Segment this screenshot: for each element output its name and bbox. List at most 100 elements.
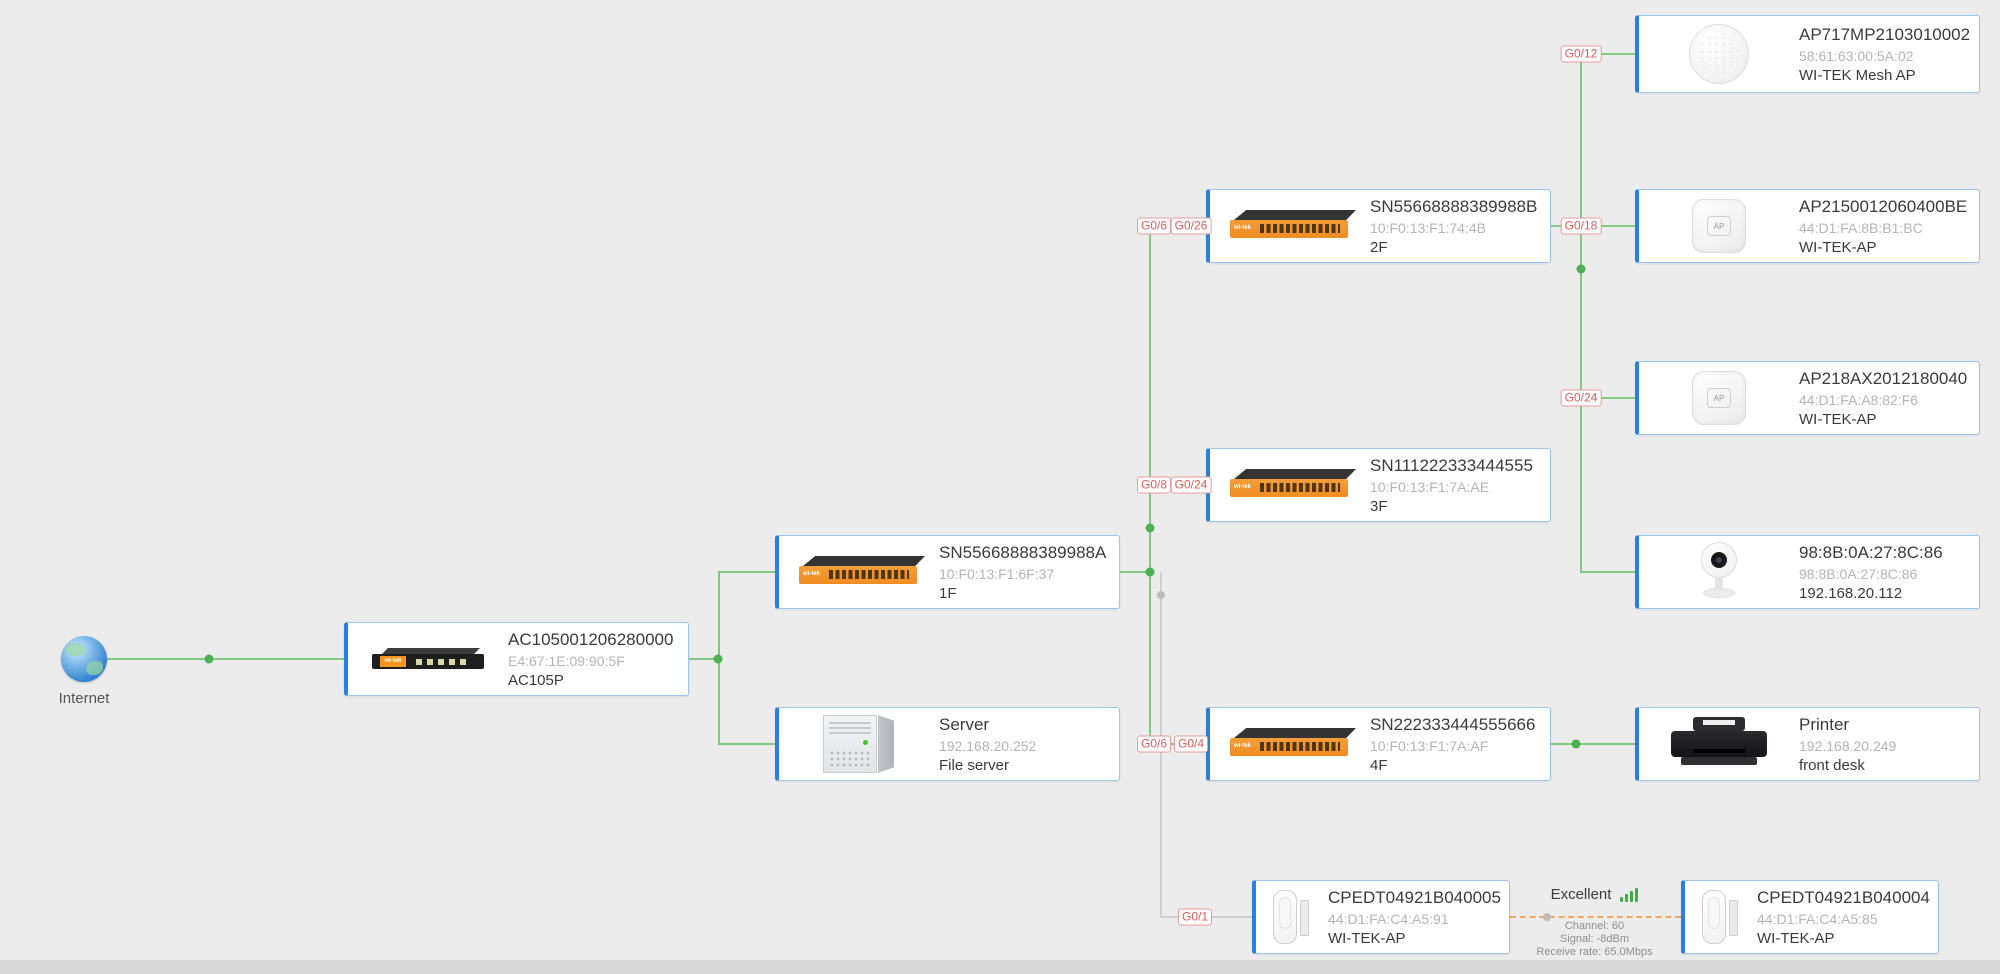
device-ip: 192.168.20.112 [1799, 584, 1903, 602]
port-badge-g0-12: G0/12 [1560, 45, 1602, 63]
printer-icon [1639, 715, 1799, 773]
device-detail: 3F [1370, 497, 1388, 515]
junction-dot-gray [1157, 591, 1165, 599]
device-ip: 192.168.20.249 [1799, 737, 1897, 754]
port-badge-g0-6-2f: G0/6 [1136, 217, 1172, 235]
junction-dot [713, 654, 723, 664]
device-mac: 98:8B:0A:27:8C:86 [1799, 565, 1918, 582]
access-point-icon: AP [1639, 371, 1799, 425]
device-detail: 2F [1370, 238, 1388, 256]
cpe-icon [1256, 888, 1328, 946]
internet-globe-icon[interactable] [61, 636, 107, 682]
link-to-ap218ax [1580, 397, 1635, 399]
port-badge-g0-8: G0/8 [1136, 476, 1172, 494]
device-card-ap-2150[interactable]: AP AP2150012060400BE 44:D1:FA:8B:B1:BC W… [1635, 189, 1980, 263]
device-card-switch-4f[interactable]: wi-tek SN222333444555666 10:F0:13:F1:7A:… [1206, 707, 1551, 781]
junction-dot [1576, 264, 1586, 274]
device-mac: 10:F0:13:F1:7A:AE [1370, 478, 1490, 495]
device-detail: WI-TEK-AP [1799, 410, 1877, 428]
horizontal-scrollbar[interactable] [0, 960, 2000, 974]
link-to-server [718, 743, 775, 745]
device-detail: 4F [1370, 756, 1388, 774]
device-title: AP2150012060400BE [1799, 196, 1968, 216]
device-card-printer[interactable]: Printer 192.168.20.249 front desk [1635, 707, 1980, 781]
access-point-icon: AP [1639, 199, 1799, 253]
device-detail: WI-TEK-AP [1328, 929, 1406, 947]
signal-bars-icon [1620, 887, 1639, 902]
switch-icon: wi-tek [779, 555, 939, 589]
switch-icon: wi-tek [1210, 209, 1370, 243]
link-wireless-cpe [1510, 916, 1681, 918]
device-card-ac105p[interactable]: wi-tek AC105001206280000 E4:67:1E:09:90:… [344, 622, 689, 696]
brand-label: wi-tek [1234, 225, 1252, 231]
device-mac: 44:D1:FA:C4:A5:91 [1328, 910, 1449, 927]
wireless-link-quality: Excellent [1512, 886, 1677, 903]
device-detail: WI-TEK-AP [1757, 929, 1835, 947]
device-title: 98:8B:0A:27:8C:86 [1799, 542, 1943, 562]
device-title: CPEDT04921B040005 [1328, 887, 1501, 907]
device-card-switch-2f[interactable]: wi-tek SN55668888389988B 10:F0:13:F1:74:… [1206, 189, 1551, 263]
device-title: AP218AX2012180040 [1799, 368, 1968, 388]
port-badge-g0-26: G0/26 [1170, 217, 1212, 235]
device-card-switch-1f[interactable]: wi-tek SN55668888389988A 10:F0:13:F1:6F:… [775, 535, 1120, 609]
cpe-icon [1685, 888, 1757, 946]
device-title: CPEDT04921B040004 [1757, 887, 1930, 907]
port-badge-g0-24-3f: G0/24 [1170, 476, 1212, 494]
link-ac-out [689, 658, 719, 660]
device-mac: 58:61:63:00:5A:02 [1799, 47, 1914, 64]
port-badge-g0-4: G0/4 [1173, 735, 1209, 753]
device-mac: 10:F0:13:F1:6F:37 [939, 565, 1055, 582]
device-title: AP717MP2103010002 [1799, 24, 1971, 44]
device-detail: front desk [1799, 756, 1865, 774]
ap-glyph: AP [1707, 388, 1731, 408]
junction-dot [204, 654, 214, 664]
device-card-ip-camera[interactable]: 98:8B:0A:27:8C:86 98:8B:0A:27:8C:86 192.… [1635, 535, 1980, 609]
device-title: SN55668888389988B [1370, 196, 1538, 216]
port-badge-g0-6-4f: G0/6 [1136, 735, 1172, 753]
brand-label: wi-tek [1234, 743, 1252, 749]
brand-label: wi-tek [1234, 484, 1252, 490]
device-mac: 10:F0:13:F1:74:4B [1370, 219, 1486, 236]
port-badge-g0-18: G0/18 [1560, 217, 1602, 235]
junction-dot [1571, 739, 1581, 749]
device-ip: 192.168.20.252 [939, 737, 1037, 754]
brand-label: wi-tek [380, 656, 406, 667]
device-mac: E4:67:1E:09:90:5F [508, 652, 625, 669]
wireless-quality-label: Excellent [1550, 886, 1612, 903]
device-mac: 44:D1:FA:8B:B1:BC [1799, 219, 1923, 236]
device-card-cpe-left[interactable]: CPEDT04921B040005 44:D1:FA:C4:A5:91 WI-T… [1252, 880, 1510, 954]
device-card-switch-3f[interactable]: wi-tek SN111222333444555 10:F0:13:F1:7A:… [1206, 448, 1551, 522]
device-title: SN222333444555666 [1370, 714, 1536, 734]
device-title: AC105001206280000 [508, 629, 674, 649]
router-icon: wi-tek [348, 642, 508, 676]
wireless-channel: Channel: 60 [1564, 920, 1625, 932]
device-mac: 10:F0:13:F1:7A:AF [1370, 737, 1489, 754]
device-card-mesh-ap[interactable]: AP717MP2103010002 58:61:63:00:5A:02 WI-T… [1635, 15, 1980, 93]
wireless-signal: Signal: -8dBm [1559, 933, 1630, 945]
wireless-receive-rate: Receive rate: 65.0Mbps [1536, 946, 1653, 958]
device-card-file-server[interactable]: Server 192.168.20.252 File server [775, 707, 1120, 781]
link-internet-ac [107, 658, 344, 660]
junction-dot [1145, 523, 1155, 533]
device-detail: 1F [939, 584, 957, 602]
device-title: Printer [1799, 714, 1850, 734]
link-4f-printer [1551, 743, 1635, 745]
device-card-ap-218ax[interactable]: AP AP218AX2012180040 44:D1:FA:A8:82:F6 W… [1635, 361, 1980, 435]
link-1f-out [1120, 571, 1151, 573]
brand-label: wi-tek [803, 571, 821, 577]
camera-icon [1639, 542, 1799, 602]
junction-dot-gray [1543, 913, 1551, 921]
internet-label: Internet [58, 690, 110, 707]
switch-icon: wi-tek [1210, 727, 1370, 761]
device-detail: AC105P [508, 671, 564, 689]
link-to-mesh-ap [1580, 53, 1635, 55]
device-title: SN111222333444555 [1370, 455, 1533, 475]
device-card-cpe-right[interactable]: CPEDT04921B040004 44:D1:FA:C4:A5:85 WI-T… [1681, 880, 1939, 954]
port-badge-g0-24-ap: G0/24 [1560, 389, 1602, 407]
mesh-ap-icon [1639, 24, 1799, 84]
device-title: SN55668888389988A [939, 542, 1107, 562]
ap-glyph: AP [1707, 216, 1731, 236]
server-icon [779, 713, 939, 775]
device-mac: 44:D1:FA:C4:A5:85 [1757, 910, 1878, 927]
